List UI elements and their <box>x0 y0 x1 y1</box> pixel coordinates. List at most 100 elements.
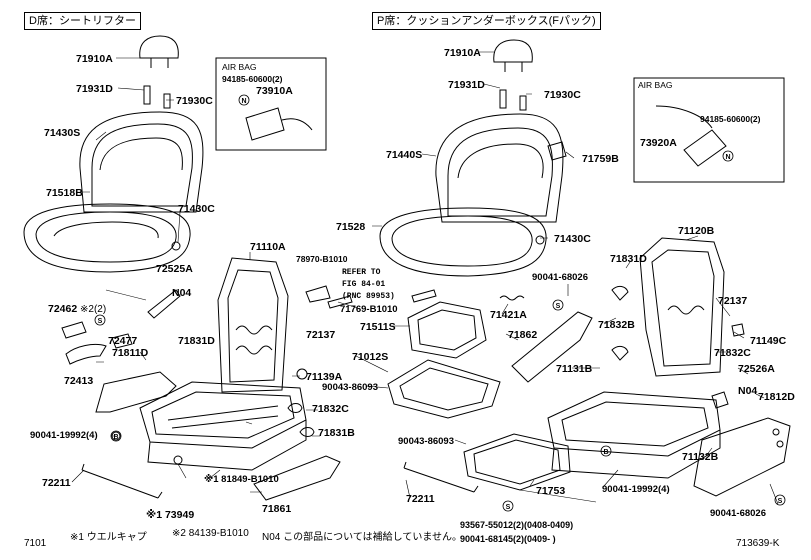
marker-n-icon-2 <box>722 150 734 162</box>
svg-text:S: S <box>506 504 511 511</box>
svg-text:N: N <box>241 98 246 105</box>
label-71430c-left: 71430C <box>178 203 215 215</box>
marker-s-icon-4 <box>774 494 786 506</box>
marker-b-icon-2 <box>600 445 612 457</box>
cap-73949 <box>173 455 183 465</box>
airbag-part-b-right: 73920A <box>640 137 677 149</box>
seat-track-right <box>547 391 721 457</box>
label-90041-19992-right: 90041-19992(4) <box>602 484 670 495</box>
cushion-left <box>23 203 191 273</box>
trim-71861 <box>253 455 341 501</box>
label-71110a: 71110A <box>250 241 286 253</box>
headrest-left <box>139 35 179 59</box>
label-72211-right: 72211 <box>406 493 435 505</box>
seatback-left <box>79 111 204 213</box>
headrest-guide-icon <box>143 85 151 105</box>
label-71831d-right: 71831D <box>610 253 647 265</box>
label-71831d-left: 71831D <box>178 335 215 347</box>
label-71430s: 71430S <box>44 127 80 139</box>
label-72462: 72462 <box>48 303 77 315</box>
label-71511s: 71511S <box>360 321 396 333</box>
label-72526a: 72526A <box>738 363 775 375</box>
label-71131b: 71131B <box>556 363 593 375</box>
seat-frame-right <box>639 237 725 377</box>
label-71812d: 71812D <box>758 391 795 403</box>
headrest-guide-icon-2 <box>163 93 171 109</box>
label-71931d-left: 71931D <box>76 83 113 95</box>
label-90041-68026-bottom: 90041-68026 <box>710 508 766 519</box>
label-72137-left: 72137 <box>306 329 335 341</box>
label-71759b: 71759B <box>582 153 619 165</box>
label-71832b: 71832B <box>598 319 635 331</box>
label-71528: 71528 <box>336 221 365 233</box>
seatback-right <box>435 113 564 223</box>
cushion-right <box>379 207 547 277</box>
label-71862: 71862 <box>508 329 537 341</box>
label-72477: 72477 <box>108 335 137 347</box>
marker-b-icon <box>110 430 122 442</box>
label-90043-86093-a: 90043-86093 <box>322 382 378 393</box>
airbag-part-b-left: 73910A <box>256 85 293 97</box>
label-72137-right: 72137 <box>718 295 747 307</box>
headrest-right <box>493 39 533 63</box>
svg-text:S: S <box>556 303 561 310</box>
label-90043-86093-b: 90043-86093 <box>398 436 454 447</box>
marker-s-icon-2 <box>552 299 564 311</box>
label-71910a-right: 71910A <box>444 47 481 59</box>
label-72211-left: 72211 <box>42 477 71 489</box>
label-71139a: 71139A <box>306 371 343 383</box>
label-90041-68145: 90041-68145(2)(0409- ) <box>460 534 556 544</box>
spring-71421a <box>499 295 525 301</box>
label-73949: ※1 73949 <box>146 509 194 521</box>
label-71149c: 71149C <box>750 335 787 347</box>
label-71930c-left: 71930C <box>176 95 213 107</box>
bracket-71759b <box>547 141 567 161</box>
label-81849: ※1 81849-B1010 <box>204 474 279 485</box>
label-71931d-right: 71931D <box>448 79 485 91</box>
airbag-box-right <box>633 77 785 183</box>
svg-text:B: B <box>603 449 608 456</box>
refer-line-2: REFER TO <box>342 268 381 277</box>
label-n04-left: N04 <box>172 287 191 299</box>
tray-71012s <box>387 359 501 419</box>
svg-text:S: S <box>778 498 783 505</box>
lever-72413 <box>65 343 107 365</box>
trim-71862 <box>511 311 593 383</box>
label-71440s: 71440S <box>386 149 422 161</box>
label-90041-19992-left: 90041-19992(4) <box>30 430 98 441</box>
refer-part: 78970-B1010 <box>296 254 348 264</box>
footer-left-code: 7101 <box>24 538 47 549</box>
lever-72462 <box>61 321 87 339</box>
refer-line-3: FIG 84-01 <box>342 280 385 289</box>
airbag-part-a-left: 94185-60600(2) <box>222 74 283 84</box>
side-cover-left <box>95 371 177 413</box>
wire-72211-left <box>81 463 163 499</box>
label-72525a: 72525A <box>156 263 193 275</box>
airbag-part-a-right: 94185-60600(2) <box>700 114 761 124</box>
footer-right-code: 713639-K <box>736 538 780 549</box>
label-71518b: 71518B <box>46 187 83 199</box>
label-n04-right: N04 <box>738 385 757 397</box>
label-71421a: 71421A <box>490 309 527 321</box>
knob-72477 <box>111 333 133 349</box>
label-71769: 71769-B1010 <box>340 304 398 315</box>
svg-text:N: N <box>725 154 730 161</box>
marker-n-icon <box>238 94 250 106</box>
label-72413: 72413 <box>64 375 93 387</box>
label-71930c-right: 71930C <box>544 89 581 101</box>
refer-line-4: (PNC 89953) <box>342 292 395 301</box>
svg-text:S: S <box>98 318 103 325</box>
svg-text:B: B <box>113 434 118 441</box>
label-71430c-right: 71430C <box>554 233 591 245</box>
underbox-71511s <box>407 301 487 359</box>
label-71832c-left: 71832C <box>312 403 349 415</box>
label-71120b: 71120B <box>678 225 715 237</box>
footer-note-3: N04 この部品については補給していません。 <box>262 532 463 543</box>
footer-note-1: ※1 ウエルキャプ <box>70 532 147 543</box>
airbag-title-left: AIR BAG <box>222 62 256 72</box>
header-driver-seat: D席：シートリフター <box>24 12 141 30</box>
label-71753: 71753 <box>536 485 565 497</box>
marker-s-icon <box>94 314 106 326</box>
